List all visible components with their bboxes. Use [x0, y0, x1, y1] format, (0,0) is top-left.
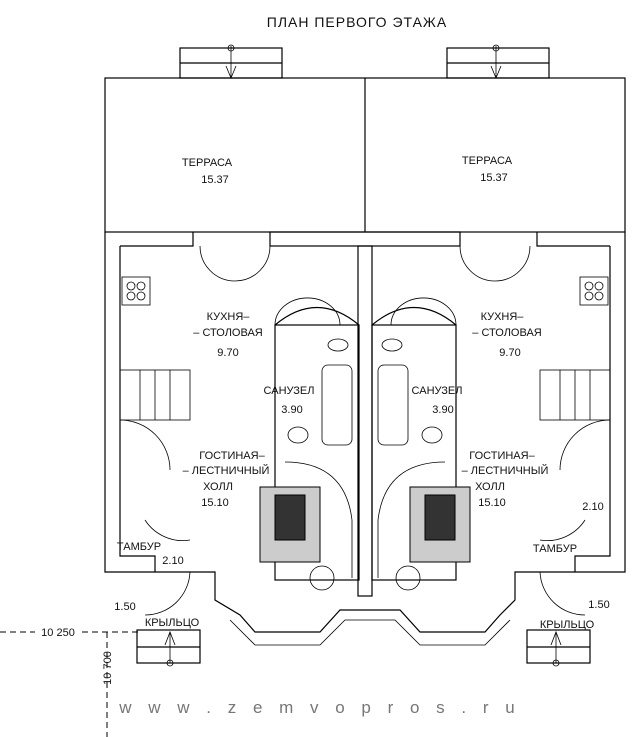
plan-title: ПЛАН ПЕРВОГО ЭТАЖА: [267, 14, 447, 30]
vestibule-left-area: 2.10: [162, 555, 183, 567]
terrace-right-name: ТЕРРАСА: [462, 155, 513, 167]
terrace-steps-right: [446, 44, 550, 80]
living-right-line3: ХОЛЛ: [475, 481, 505, 493]
living-right-line1: ГОСТИНАЯ–: [469, 450, 535, 462]
terrace-left-area: 15.37: [201, 174, 229, 186]
level-horizontal: 10 250: [41, 627, 75, 639]
level-vertical: 10 700: [102, 651, 114, 685]
kitchen-left-area: 9.70: [217, 347, 238, 359]
kitchen-left-line1: КУХНЯ–: [207, 311, 251, 323]
terrace-steps-left: [179, 44, 283, 80]
living-left-line2: – ЛЕСТНИЧНЫЙ: [183, 464, 270, 477]
vestibule-right-area: 2.10: [582, 501, 603, 513]
bath-right-area: 3.90: [432, 404, 453, 416]
porch-right-name: КРЫЛЬЦО: [540, 619, 595, 631]
kitchen-right-line1: КУХНЯ–: [481, 311, 525, 323]
terrace-outline: [104, 77, 626, 233]
vestibule-left-name: ТАМБУР: [117, 541, 161, 553]
living-left-line3: ХОЛЛ: [203, 481, 233, 493]
bath-left-area: 3.90: [281, 404, 302, 416]
porch-left-name: КРЫЛЬЦО: [145, 617, 200, 629]
watermark: w w w . z e m v o p r o s . r u: [118, 698, 520, 717]
porch-right-area: 1.50: [588, 599, 609, 611]
bath-right-name: САНУЗЕЛ: [412, 385, 463, 397]
living-right-area: 15.10: [478, 497, 506, 509]
porch-left-area: 1.50: [114, 601, 135, 613]
porch-steps-left: [136, 629, 201, 667]
living-left-area: 15.10: [201, 497, 229, 509]
house-walls: [104, 231, 626, 646]
vestibule-right-name: ТАМБУР: [533, 543, 577, 555]
living-left-line1: ГОСТИНАЯ–: [199, 450, 265, 462]
living-right-line2: – ЛЕСТНИЧНЫЙ: [462, 464, 549, 477]
kitchen-right-area: 9.70: [499, 347, 520, 359]
terrace-left-name: ТЕРРАСА: [182, 157, 233, 169]
kitchen-left-line2: – СТОЛОВАЯ: [193, 327, 262, 339]
kitchen-right-line2: – СТОЛОВАЯ: [472, 327, 541, 339]
bath-left-name: САНУЗЕЛ: [264, 385, 315, 397]
terrace-right-area: 15.37: [480, 172, 508, 184]
porch-steps-right: [526, 629, 591, 667]
